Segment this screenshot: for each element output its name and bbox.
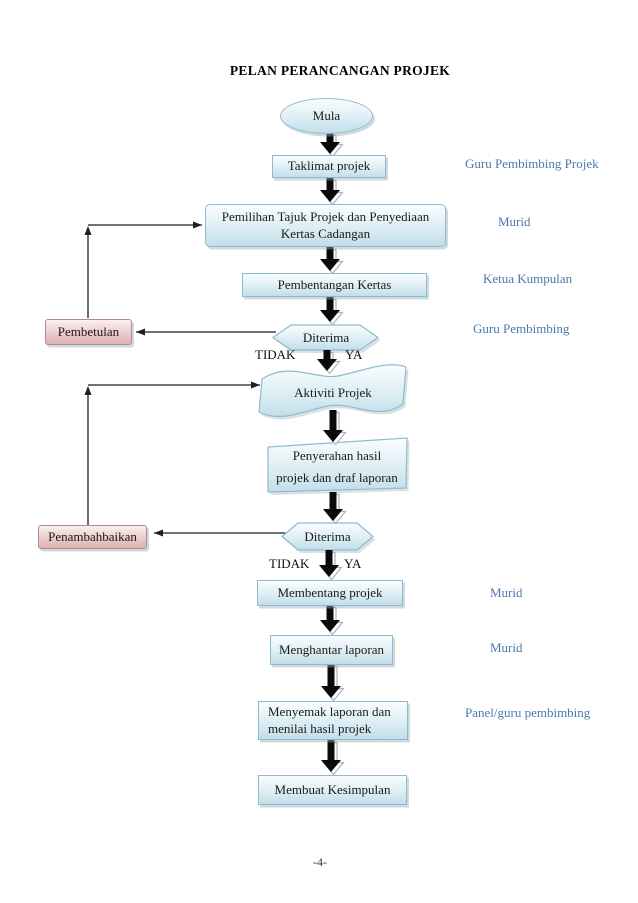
node-penyerahan-label: Penyerahan hasil projek dan draf laporan xyxy=(272,444,402,490)
node-pemilihan-line2: Kertas Cadangan xyxy=(280,225,371,241)
node-taklimat-label: Taklimat projek xyxy=(287,158,371,174)
flow-arrow xyxy=(320,247,340,271)
flow-arrow xyxy=(193,221,202,229)
node-menyemak-line2: menilai hasil projek xyxy=(268,720,372,736)
node-pembentangan: Pembentangan Kertas xyxy=(242,273,427,297)
side-label-guru-pembimbing: Guru Pembimbing xyxy=(473,321,570,336)
node-menghantar: Menghantar laporan xyxy=(270,635,393,665)
branch-label-ya-1: YA xyxy=(345,347,363,362)
flow-arrows xyxy=(84,133,347,776)
flow-arrow xyxy=(84,226,92,235)
branch-label-ya-2: YA xyxy=(344,556,362,571)
diterima2-hexagon xyxy=(281,522,374,551)
page-number: -4- xyxy=(313,855,327,869)
flow-arrow xyxy=(84,386,92,395)
node-menghantar-label: Menghantar laporan xyxy=(278,641,385,657)
flow-arrow xyxy=(251,381,260,389)
flow-arrow xyxy=(154,529,163,537)
node-pembetulan: Pembetulan xyxy=(45,319,132,345)
flow-arrow xyxy=(321,740,341,772)
node-menyemak-line1: Menyemak laporan dan xyxy=(268,703,391,719)
node-penambahbaikan: Penambahbaikan xyxy=(38,525,147,549)
node-pemilihan-line1: Pemilihan Tajuk Projek dan Penyediaan xyxy=(221,208,430,224)
node-penyerahan-line1: Penyerahan hasil xyxy=(292,448,382,463)
flow-arrow xyxy=(320,605,340,632)
node-mula-label: Mula xyxy=(312,107,341,123)
node-pembetulan-label: Pembetulan xyxy=(57,323,120,339)
aktiviti-wave-shape xyxy=(258,364,407,418)
side-label-murid-3: Murid xyxy=(490,640,523,655)
side-label-panel-guru-pembimbing: Panel/guru pembimbing xyxy=(465,705,591,720)
side-label-ketua-kumpulan: Ketua Kumpulan xyxy=(483,271,573,286)
node-penyerahan-line2: projek dan draf laporan xyxy=(276,470,398,485)
flow-arrow xyxy=(317,350,337,371)
flow-arrow xyxy=(320,297,340,322)
branch-label-tidak-2: TIDAK xyxy=(269,556,310,571)
node-penambahbaikan-label: Penambahbaikan xyxy=(48,528,137,544)
penyerahan-shape xyxy=(267,437,408,493)
node-mula: Mula xyxy=(280,98,373,134)
node-diterima1-label: Diterima xyxy=(302,329,350,345)
flow-arrow xyxy=(320,178,340,202)
flow-arrow xyxy=(136,328,145,336)
node-membentang-label: Membentang projek xyxy=(277,584,383,600)
node-taklimat: Taklimat projek xyxy=(272,155,386,178)
page-title: PELAN PERANCANGAN PROJEK xyxy=(229,63,451,78)
flow-arrow xyxy=(323,492,343,521)
node-kesimpulan: Membuat Kesimpulan xyxy=(258,775,407,805)
node-menyemak: Menyemak laporan dan menilai hasil proje… xyxy=(258,701,408,740)
node-pembentangan-label: Pembentangan Kertas xyxy=(277,276,392,292)
side-label-guru-pembimbing-projek: Guru Pembimbing Projek xyxy=(465,156,599,171)
flow-arrow xyxy=(323,410,343,442)
side-label-murid-1: Murid xyxy=(498,214,531,229)
flow-arrow xyxy=(321,664,341,698)
diterima1-hexagon xyxy=(271,324,380,351)
node-membentang: Membentang projek xyxy=(257,580,403,606)
node-pemilihan: Pemilihan Tajuk Projek dan Penyediaan Ke… xyxy=(205,204,446,247)
node-pemilihan-label: Pemilihan Tajuk Projek dan Penyediaan Ke… xyxy=(222,209,430,243)
node-menyemak-label: Menyemak laporan dan menilai hasil proje… xyxy=(268,704,391,738)
side-label-murid-2: Murid xyxy=(490,585,523,600)
flow-arrow xyxy=(320,133,340,154)
branch-label-tidak-1: TIDAK xyxy=(255,347,296,362)
node-diterima2-label: Diterima xyxy=(304,528,351,544)
node-aktiviti-label: Aktiviti Projek xyxy=(294,384,372,400)
flow-arrow xyxy=(319,550,339,577)
node-kesimpulan-label: Membuat Kesimpulan xyxy=(274,781,391,797)
